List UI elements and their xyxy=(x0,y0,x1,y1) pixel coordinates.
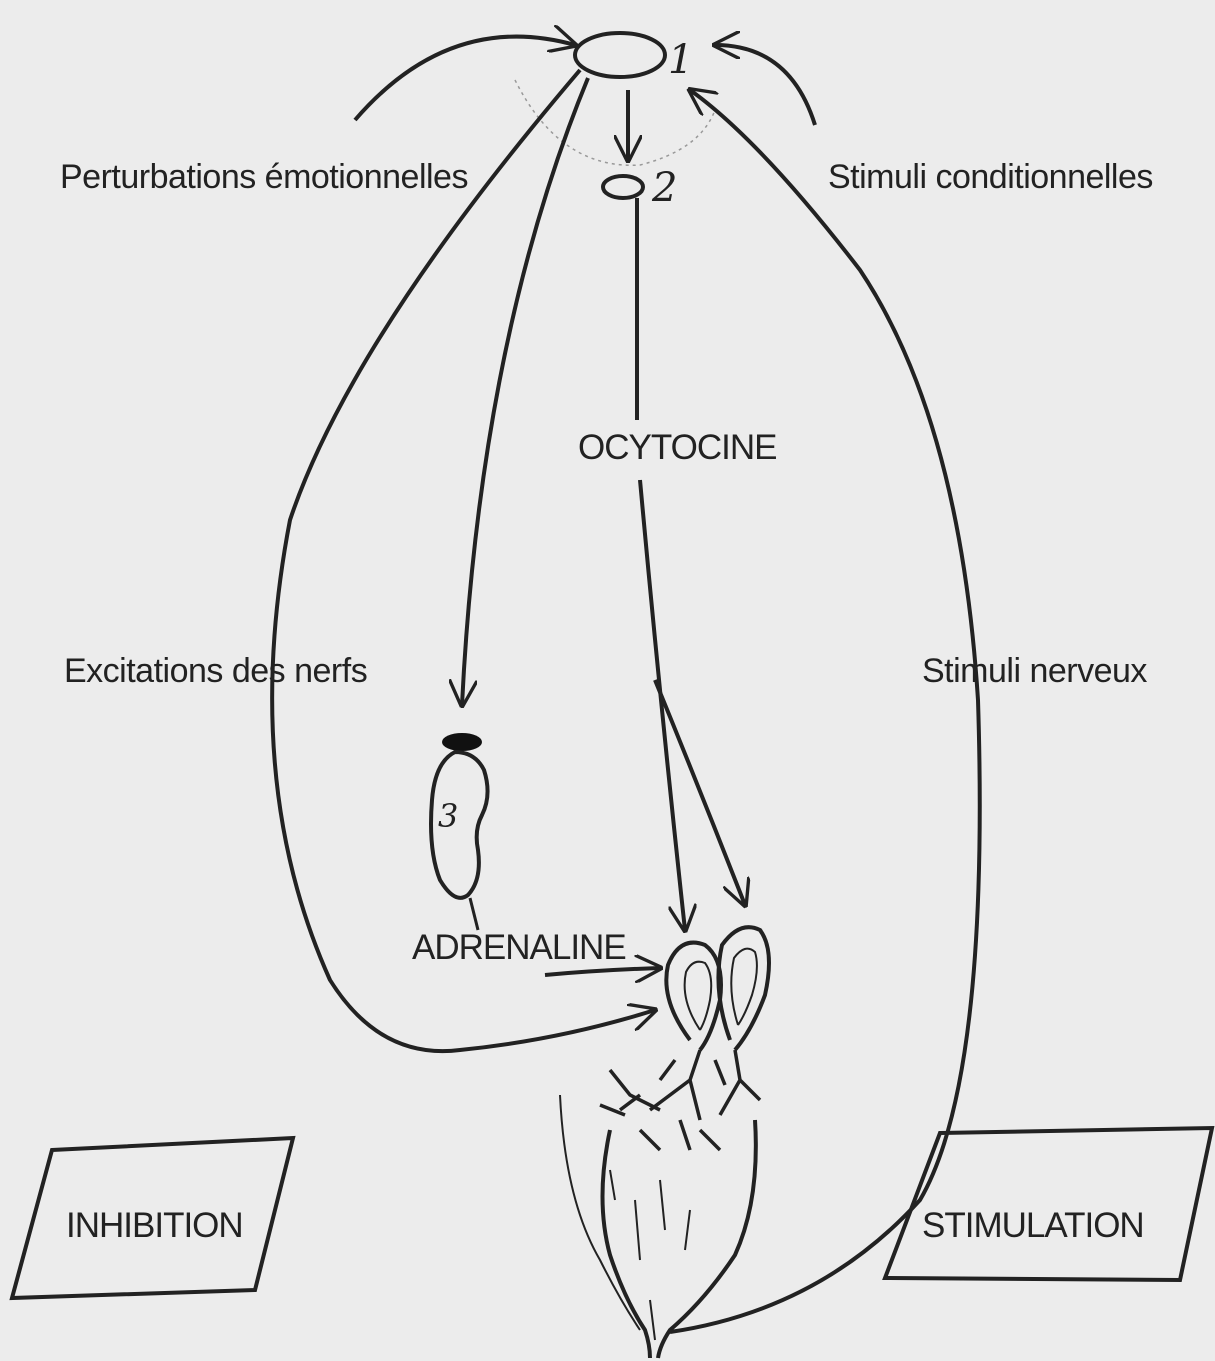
label-adrenaline: ADRENALINE xyxy=(412,930,626,965)
udder-outline xyxy=(603,1120,756,1358)
label-stimulation: STIMULATION xyxy=(922,1208,1144,1243)
line-adrenal-to-adrenaline xyxy=(470,898,478,930)
arc-inhibition-path xyxy=(272,70,655,1051)
arrow-top-left-into-hypothalamus xyxy=(355,37,575,120)
number-3-adrenal: 3 xyxy=(438,800,458,832)
hypothalamus-oval xyxy=(575,33,665,77)
label-oxytocin: OCYTOCINE xyxy=(578,430,776,465)
label-inhibition: INHIBITION xyxy=(66,1208,243,1243)
label-conditioned-stimuli: Stimuli conditionnelles xyxy=(828,160,1153,194)
pituitary-oval xyxy=(603,176,643,198)
label-emotional-disturbances: Perturbations émotionnelles xyxy=(60,160,468,194)
label-nerve-stimuli: Stimuli nerveux xyxy=(922,654,1147,688)
adrenal-cap xyxy=(442,733,482,751)
arrow-adrenaline-to-alveoli xyxy=(545,968,660,975)
faint-arc xyxy=(515,80,715,165)
udder-inner-lines xyxy=(610,1170,690,1340)
stimulation-box xyxy=(885,1128,1212,1280)
label-nerve-excitation: Excitations des nerfs xyxy=(64,654,367,688)
arrow-ocytocine-to-alveolus-left xyxy=(640,480,685,930)
udder-inner-left xyxy=(560,1095,640,1330)
number-2-pituitary: 2 xyxy=(652,168,677,208)
mammary-ducts xyxy=(600,1050,760,1150)
mammary-alveoli xyxy=(666,927,769,1050)
arrow-hypothalamus-to-adrenal xyxy=(462,78,588,705)
arrow-top-right-into-hypothalamus xyxy=(715,45,815,125)
number-1-hypothalamus: 1 xyxy=(668,40,693,80)
